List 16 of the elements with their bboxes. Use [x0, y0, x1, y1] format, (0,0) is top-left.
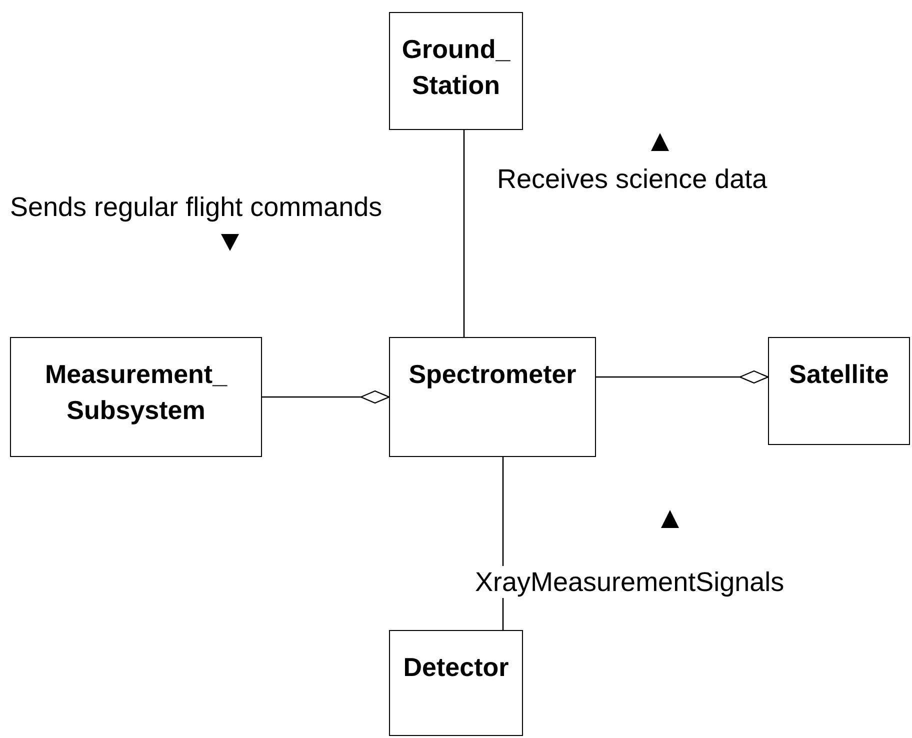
class-box [10, 337, 262, 457]
association-line [463, 130, 465, 337]
class-name: Detector [403, 651, 509, 684]
class-box [768, 337, 910, 445]
class-name: Measurement_ Subsystem [44, 358, 228, 427]
association-label: Receives science data [497, 163, 768, 195]
class-box [389, 337, 596, 457]
aggregation-line [596, 370, 769, 384]
edge-label: XrayMeasurementSignals [475, 566, 784, 598]
association-label: Sends regular flight commands [10, 191, 382, 223]
class-box [389, 630, 523, 736]
aggregation-line [262, 390, 390, 404]
class-name: Spectrometer [408, 358, 576, 391]
class-name: Ground_ Station [400, 33, 512, 102]
class-name: Satellite [789, 358, 889, 391]
class-box [389, 12, 523, 130]
